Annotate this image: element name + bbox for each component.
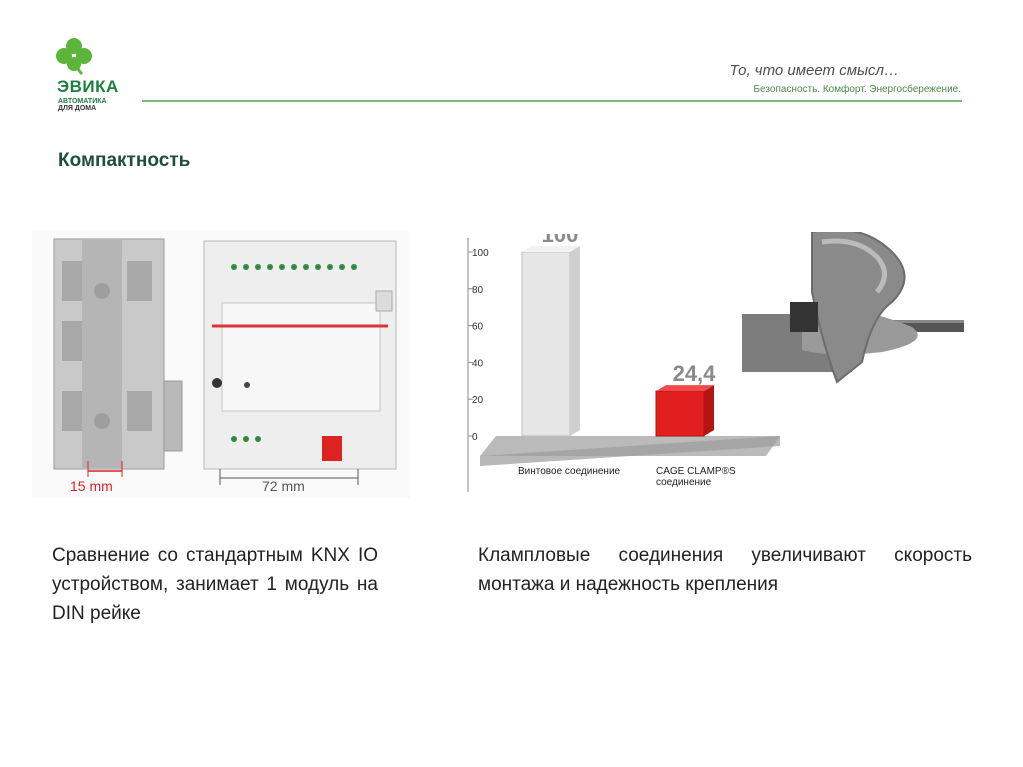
tagline: То, что имеет смысл… (729, 62, 899, 79)
page-title: Компактность (58, 150, 191, 171)
y-tick-label: 20 (472, 395, 484, 406)
cage-clamp-image (742, 232, 964, 384)
logo-wordmark: ЭВИКА (57, 77, 119, 96)
category-label: соединение (656, 477, 712, 488)
narrow-terminal-block (53, 238, 183, 470)
y-tick-label: 80 (472, 285, 484, 296)
logo-subtitle-2: ДЛЯ ДОМА (58, 105, 97, 112)
bar-top-1 (656, 385, 714, 392)
y-tick-label: 100 (472, 248, 489, 259)
clover-logo-icon (56, 38, 92, 76)
y-tick-label: 0 (472, 432, 478, 443)
caption-clamp: Клампловые соединения увеличивают скорос… (478, 545, 972, 595)
category-label: CAGE CLAMP®S (656, 466, 736, 477)
bar-side-1 (704, 385, 714, 436)
bar-side-0 (570, 246, 580, 436)
wide-knx-module (203, 240, 397, 470)
connection-time-chart: 0 20 40 60 80 100 100 24,4 Винтовое соединение… (467, 234, 780, 492)
dimension-label-72mm: 72 mm (262, 478, 305, 494)
bar-value-label: 24,4 (673, 361, 717, 386)
bar-top-0 (522, 246, 580, 252)
bar-0 (521, 251, 571, 437)
bar-1 (655, 390, 705, 437)
bar-value-label: 100 (542, 234, 579, 247)
y-tick-label: 40 (472, 358, 484, 369)
logo-subtitle: АВТОМАТИКА (58, 98, 107, 105)
caption-compactness: Сравнение со стандартным KNX IO устройст… (52, 545, 378, 624)
header-divider (142, 100, 962, 102)
category-label: Винтовое соединение (518, 466, 621, 477)
device-comparison-image (32, 231, 410, 498)
dimension-label-15mm: 15 mm (70, 478, 113, 494)
sub-tagline: Безопасность. Комфорт. Энергосбережение. (753, 84, 961, 95)
y-tick-label: 60 (472, 322, 484, 333)
